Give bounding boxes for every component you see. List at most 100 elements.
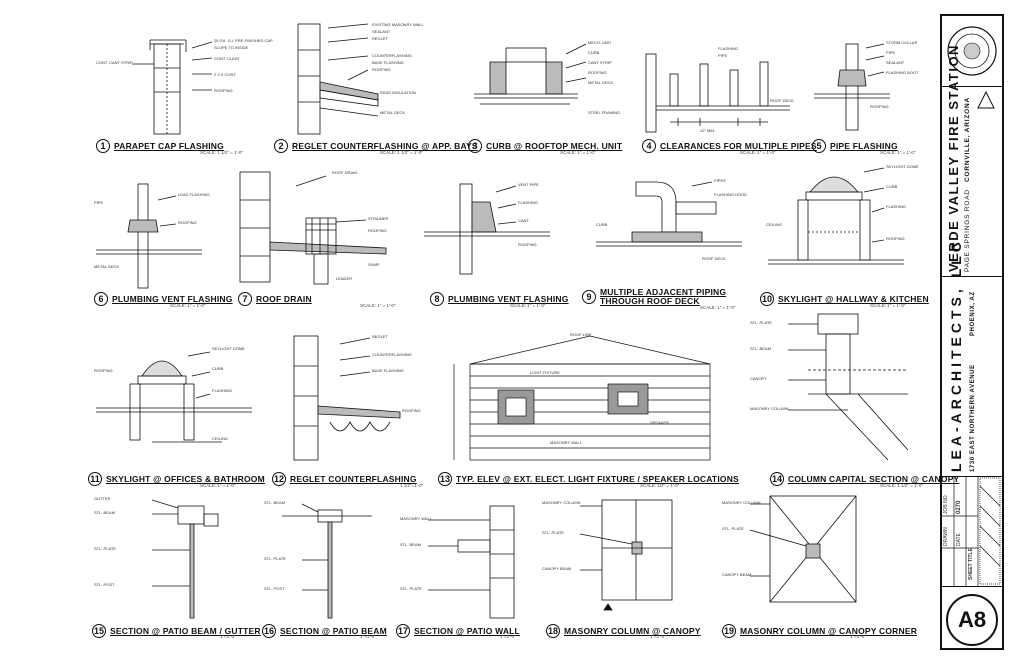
detail-number: 11 [88, 472, 102, 486]
note: MASONRY WALL [400, 516, 432, 521]
detail-scale: 1 1/2"=1'-0" [400, 483, 424, 488]
detail-14-drawing [788, 313, 909, 461]
note: STL. BEAM [94, 510, 115, 515]
note: VENT PIPE [518, 182, 539, 187]
detail-3: MECH. UNIT CURB CANT STRIP ROOFING METAL… [470, 34, 630, 138]
firm-logo-icon [977, 90, 995, 109]
detail-9-drawing [596, 181, 742, 247]
detail-title: PIPE FLASHING [830, 141, 898, 151]
detail-16: STL. BEAM STL. PLATE STL. POST [262, 490, 392, 620]
note: STL. BEAM [400, 542, 421, 547]
detail-scale: SCALE: 1" = 1'-0" [360, 303, 396, 308]
detail-title: TYP. ELEV @ EXT. ELECT. LIGHT FIXTURE / … [456, 474, 739, 484]
date-label: DATE [956, 533, 962, 546]
detail-title: COLUMN CAPITAL SECTION @ CANOPY [788, 474, 960, 484]
detail-title: SECTION @ PATIO BEAM / GUTTER [110, 626, 261, 636]
detail-title: PLUMBING VENT FLASHING [112, 294, 233, 304]
detail-14: STL. PLATE STL. BEAM CANOPY MASONRY COLU… [748, 310, 928, 466]
detail-title: REGLET COUNTERFLASHING @ APP. BAYS [292, 141, 478, 151]
detail-15-caption: 15 SECTION @ PATIO BEAM / GUTTER [92, 624, 261, 638]
detail-17-caption: 17 SECTION @ PATIO WALL [396, 624, 520, 638]
note: COUNTERFLASHING [372, 53, 412, 58]
note: SKYLIGHT DOME [886, 164, 919, 169]
detail-number: 7 [238, 292, 252, 306]
note: SUMP [368, 262, 380, 267]
note: ROOFING [402, 408, 421, 413]
detail-title: SECTION @ PATIO BEAM [280, 626, 387, 636]
architect-seal-icon [947, 26, 997, 76]
detail-number: 1 [96, 139, 110, 153]
note: ROOFING [886, 236, 905, 241]
detail-16-caption: 16 SECTION @ PATIO BEAM [262, 624, 387, 638]
detail-title: PARAPET CAP FLASHING [114, 141, 224, 151]
note: ROOF DECK [770, 98, 794, 103]
detail-17: MASONRY WALL STL. BEAM STL. PLATE [398, 500, 528, 620]
note: CANT STRIP [588, 60, 612, 65]
note: ROOFING [588, 70, 607, 75]
detail-scale: SCALE: 1" = 1'-0" [880, 150, 916, 155]
note: STL. BEAM [750, 346, 771, 351]
detail-scale: SCALE: 1 1/2" = 1'-0" [380, 150, 423, 155]
detail-number: 17 [396, 624, 410, 638]
detail-16-drawing [282, 503, 372, 619]
architect-address: 1730 EAST NORTHERN AVENUE [970, 364, 976, 472]
note: ROOFING [94, 368, 113, 373]
note: STL. PLATE [722, 526, 744, 531]
detail-19: MASONRY COLUMN STL. PLATE CANOPY BEAM [720, 486, 880, 616]
detail-6: LEAD FLASHING PIPE ROOFING METAL DECK [92, 180, 232, 290]
architect-seal-box [942, 16, 1002, 87]
note: ROOFING [518, 242, 537, 247]
detail-number: 2 [274, 139, 288, 153]
note: ROOF DECK [702, 256, 726, 261]
note: LEAD FLASHING [178, 192, 210, 197]
detail-number: 19 [722, 624, 736, 638]
detail-18-drawing [579, 499, 673, 611]
detail-15: GUTTER STL. BEAM STL. PLATE STL. POST [92, 490, 252, 620]
detail-13-caption: 13 TYP. ELEV @ EXT. ELECT. LIGHT FIXTURE… [438, 472, 739, 486]
note: CURB [596, 222, 608, 227]
note: 12" MIN. [700, 128, 716, 133]
detail-7-caption: 7 ROOF DRAIN [238, 292, 312, 306]
note: CURB [588, 50, 600, 55]
detail-3-caption: 3 CURB @ ROOFTOP MECH. UNIT [468, 139, 622, 153]
note: ROOFING [368, 228, 387, 233]
title-block: VERDE VALLEY FIRE STATION PAGE SPRINGS R… [940, 14, 1004, 650]
note: ROOF DRAIN [332, 170, 358, 175]
note: SKYLIGHT DOME [212, 346, 245, 351]
detail-scale: 1"=1'-0" [850, 634, 866, 639]
job-number: 0270 [956, 500, 962, 514]
note: MASONRY COLUMN [722, 500, 761, 505]
detail-scale: SCALE: 1" = 1'-0" [870, 303, 906, 308]
project-box: VERDE VALLEY FIRE STATION PAGE SPRINGS R… [942, 44, 1002, 277]
detail-12: REGLET COUNTERFLASHING BASE FLASHING ROO… [280, 330, 440, 466]
detail-13: LIGHT FIXTURE SPEAKER MASONRY WALL ROOF … [440, 330, 740, 466]
note: SPEAKER [650, 420, 669, 425]
detail-19-caption: 19 MASONRY COLUMN @ CANOPY CORNER [722, 624, 917, 638]
detail-8: VENT PIPE FLASHING CANT ROOFING [420, 172, 580, 288]
sheet-number: A8 [946, 594, 998, 646]
note: BASE FLASHING [372, 60, 404, 65]
architect-name: LEA-ARCHITECTS, LLC [948, 238, 964, 472]
note: STL. PLATE [542, 530, 564, 535]
detail-scale: 1"=1'-0" [220, 634, 236, 639]
detail-2: EXISTING MASONRY WALL SEALANT REGLET COU… [268, 20, 438, 138]
note: CONT. CLEAT [214, 56, 240, 61]
detail-scale: 1"=1'-0" [360, 634, 376, 639]
detail-scale: SCALE: 1" = 1'-0" [560, 150, 596, 155]
detail-title: SKYLIGHT @ OFFICES & BATHROOM [106, 474, 265, 484]
detail-7-drawing [239, 171, 387, 285]
note: CANOPY [750, 376, 767, 381]
detail-2-drawing [297, 23, 379, 135]
project-location: PAGE SPRINGS ROAD [964, 189, 971, 272]
note: ROOFING [870, 104, 889, 109]
detail-11-caption: 11 SKYLIGHT @ OFFICES & BATHROOM [88, 472, 265, 486]
note: STL. BEAM [264, 500, 285, 505]
note: STRAINER [368, 216, 389, 221]
note: METAL DECK [380, 110, 406, 115]
detail-title: MULTIPLE ADJACENT PIPING THROUGH ROOF DE… [600, 287, 727, 306]
note: CEILING [212, 436, 229, 441]
detail-number: 13 [438, 472, 452, 486]
detail-17-drawing [428, 505, 515, 619]
detail-scale: SCALE: 1 1/2" = 1'-0" [880, 483, 923, 488]
